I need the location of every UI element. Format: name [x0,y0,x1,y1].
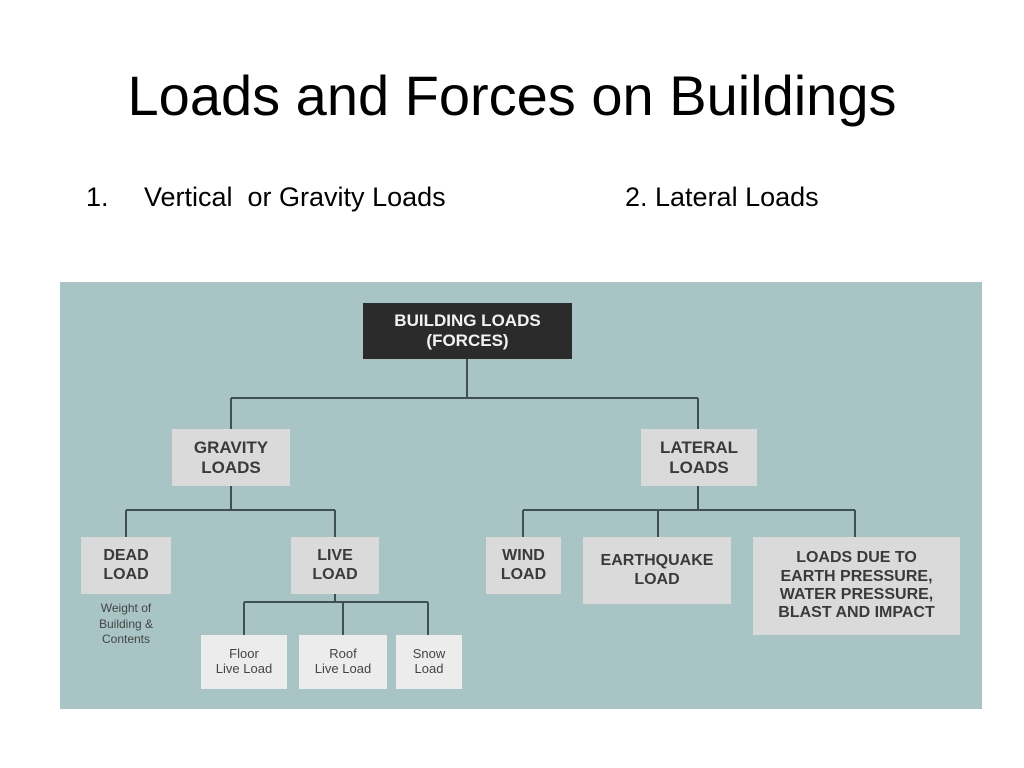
node-snow-load: Snow Load [396,635,462,689]
node-earth-pressure-loads: LOADS DUE TO EARTH PRESSURE, WATER PRESS… [753,537,960,635]
node-earthquake-load: EARTHQUAKE LOAD [583,537,731,604]
node-lateral-loads: LATERAL LOADS [641,429,757,486]
node-wind-load: WIND LOAD [486,537,561,594]
connector-lines [125,359,856,635]
slide-title: Loads and Forces on Buildings [127,64,897,127]
node-dead-load: DEAD LOAD [81,537,171,594]
subtitle-item-2-text: 2. Lateral Loads [625,182,819,212]
building-loads-diagram: BUILDING LOADS (FORCES) GRAVITY LOADS LA… [60,282,982,709]
node-gravity-loads: GRAVITY LOADS [172,429,290,486]
dead-load-note: Weight of Building & Contents [98,601,154,647]
node-floor-live-load: Floor Live Load [201,635,287,689]
subtitle-item-1-text: Vertical or Gravity Loads [144,182,446,212]
subtitle-item-1-number: 1. [86,182,109,212]
node-live-load: LIVE LOAD [291,537,379,594]
node-building-loads: BUILDING LOADS (FORCES) [363,303,572,359]
node-roof-live-load: Roof Live Load [299,635,387,689]
